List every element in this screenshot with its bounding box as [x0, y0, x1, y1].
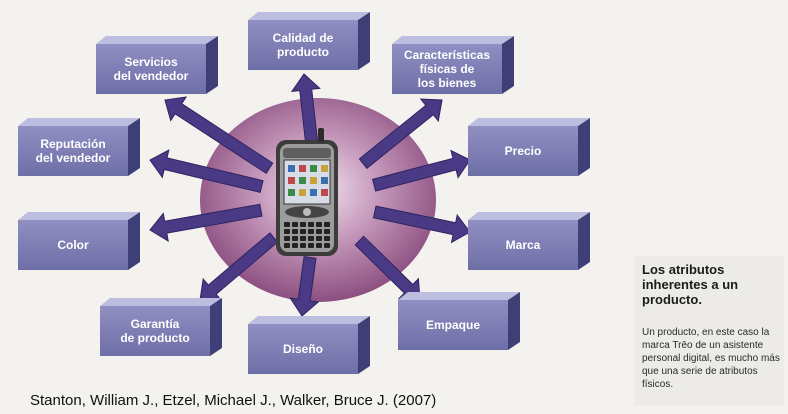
- keyboard-key: [324, 236, 330, 241]
- attribute-label: Servicios del vendedor: [96, 44, 206, 94]
- keyboard-key: [284, 229, 290, 234]
- attribute-label: Reputación del vendedor: [18, 126, 128, 176]
- attribute-box-empaque: Empaque: [398, 292, 520, 350]
- keyboard-key: [292, 222, 298, 227]
- keyboard-key: [292, 229, 298, 234]
- keyboard-key: [308, 229, 314, 234]
- screen-app-icon: [299, 177, 306, 184]
- screen-app-icon: [299, 189, 306, 196]
- screen-app-icon: [321, 189, 328, 196]
- attribute-box-reputacion: Reputación del vendedor: [18, 118, 140, 176]
- sidenote-panel: Los atributos inherentes a un producto. …: [634, 256, 784, 406]
- citation-text: Stanton, William J., Etzel, Michael J., …: [30, 392, 437, 409]
- pda-device-icon: [276, 128, 338, 256]
- attribute-label: Marca: [468, 220, 578, 270]
- screen-app-icon: [288, 189, 295, 196]
- sidenote-title: Los atributos inherentes a un producto.: [642, 262, 739, 307]
- keyboard-key: [324, 222, 330, 227]
- attribute-box-garantia: Garantía de producto: [100, 298, 222, 356]
- keyboard-key: [284, 236, 290, 241]
- attribute-box-diseno: Diseño: [248, 316, 370, 374]
- attribute-label: Calidad de producto: [248, 20, 358, 70]
- attribute-box-marca: Marca: [468, 212, 590, 270]
- attribute-box-servicios: Servicios del vendedor: [96, 36, 218, 94]
- screen-app-icon: [310, 165, 317, 172]
- keyboard-key: [292, 236, 298, 241]
- keyboard-key: [316, 229, 322, 234]
- keyboard-key: [284, 243, 290, 248]
- keyboard-key: [308, 236, 314, 241]
- attribute-label: Garantía de producto: [100, 306, 210, 356]
- diagram-graphics: [149, 73, 471, 317]
- sidenote-body: Un producto, en este caso la marca Trēo …: [642, 327, 780, 390]
- attribute-label: Color: [18, 220, 128, 270]
- keyboard-key: [308, 222, 314, 227]
- arrow-reputacion: [149, 149, 264, 194]
- keyboard-key: [284, 222, 290, 227]
- keyboard-key: [300, 222, 306, 227]
- arrow-calidad: [290, 73, 321, 144]
- screen-app-icon: [321, 177, 328, 184]
- keyboard-key: [308, 243, 314, 248]
- arrow-color: [149, 203, 263, 242]
- arrow-caracteristicas: [358, 98, 443, 170]
- arrows-group: [149, 73, 471, 317]
- keyboard-key: [316, 236, 322, 241]
- arrow-marca: [372, 205, 471, 244]
- keyboard-key: [324, 243, 330, 248]
- screen-app-icon: [288, 165, 295, 172]
- attribute-box-precio: Precio: [468, 118, 590, 176]
- keyboard-key: [300, 236, 306, 241]
- attribute-label: Diseño: [248, 324, 358, 374]
- arrow-precio: [371, 149, 471, 192]
- keyboard-key: [292, 243, 298, 248]
- keyboard-key: [300, 243, 306, 248]
- screen-app-icon: [310, 189, 317, 196]
- attribute-box-color: Color: [18, 212, 140, 270]
- screen-app-icon: [299, 165, 306, 172]
- arrow-servicios: [164, 96, 274, 174]
- screen-app-icon: [310, 177, 317, 184]
- keyboard-key: [300, 229, 306, 234]
- screen-app-icon: [321, 165, 328, 172]
- attribute-label: Precio: [468, 126, 578, 176]
- arrow-garantia: [199, 232, 279, 301]
- attribute-label: Empaque: [398, 300, 508, 350]
- keyboard-key: [316, 222, 322, 227]
- arrow-diseno: [289, 256, 320, 317]
- attribute-label: Características físicas de los bienes: [392, 44, 502, 94]
- attribute-box-calidad: Calidad de producto: [248, 12, 370, 70]
- keyboard-key: [316, 243, 322, 248]
- attribute-box-caracteristicas: Características físicas de los bienes: [392, 36, 514, 94]
- screen-app-icon: [288, 177, 295, 184]
- keyboard-key: [324, 229, 330, 234]
